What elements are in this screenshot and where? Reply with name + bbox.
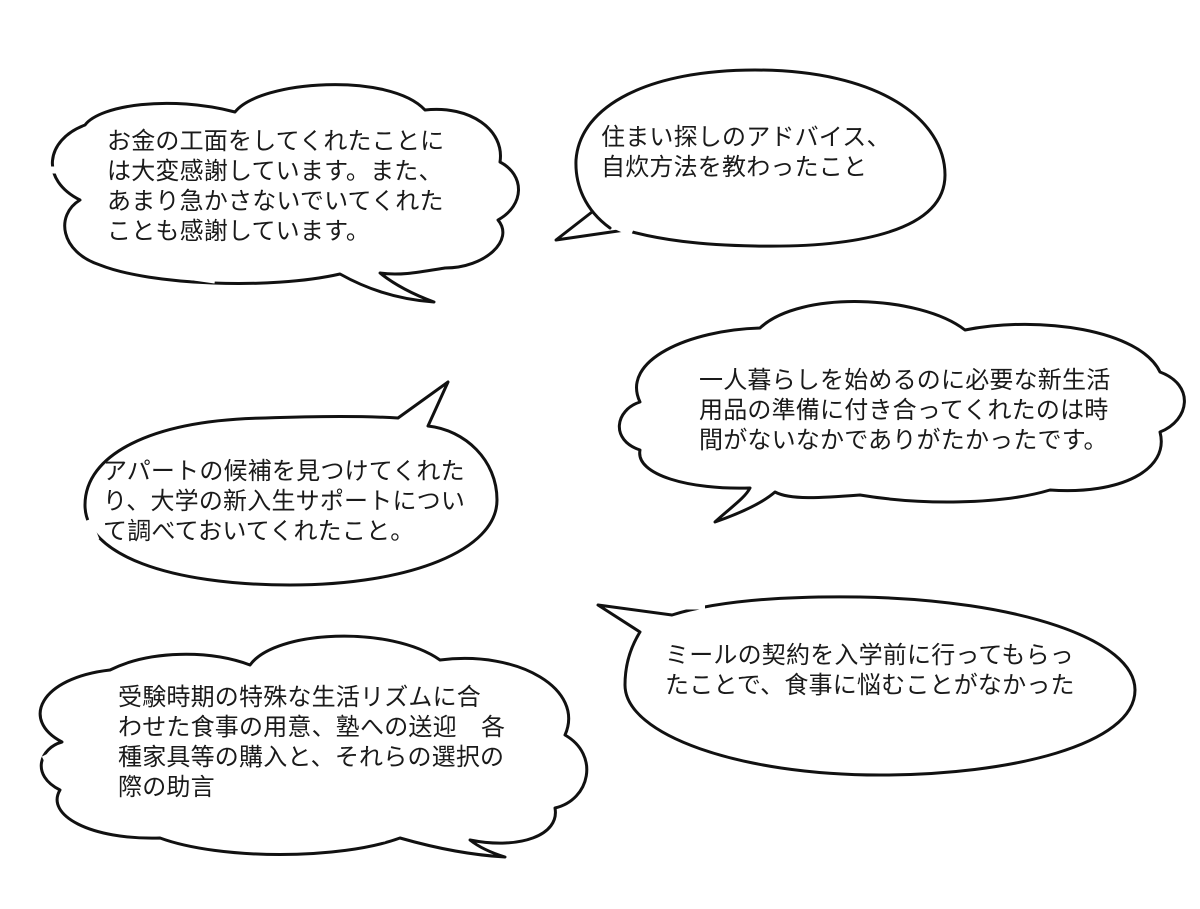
bubble-supplies-text: 一人暮らしを始めるのに必要な新生活 用品の準備に付き合ってくれたのは時 間がない…	[699, 365, 1110, 455]
bubble-money-line-1: お金の工面をしてくれたことに	[107, 127, 445, 155]
bubble-meal-line-2: たことで、食事に悩むことがなかった	[665, 671, 1075, 699]
bubble-exam-text: 受験時期の特殊な生活リズムに合 わせた食事の用意、塾への送迎 各 種家具等の購入…	[118, 682, 505, 802]
bubble-housing-text: 住まい探しのアドバイス、 自炊方法を教わったこと	[601, 122, 891, 182]
bubble-housing	[554, 68, 947, 248]
bubble-meal	[596, 595, 1137, 777]
bubble-exam-line-2: わせた食事の用意、塾への送迎 各	[118, 713, 506, 741]
bubble-meal-text: ミールの契約を入学前に行ってもらっ たことで、食事に悩むことがなかった	[665, 640, 1075, 700]
bubble-money-text: お金の工面をしてくれたことに は大変感謝しています。また、 あまり急かさないでい…	[107, 126, 444, 246]
bubble-housing-line-2: 自炊方法を教わったこと	[601, 153, 868, 181]
bubble-money-line-3: あまり急かさないでいてくれた	[107, 187, 444, 215]
bubble-supplies-line-1: 一人暮らしを始めるのに必要な新生活	[699, 366, 1111, 394]
bubble-apartment-line-2: り、大学の新入生サポートについ	[103, 487, 466, 515]
bubble-exam-line-3: 種家具等の購入と、それらの選択の	[118, 743, 505, 771]
bubble-money-line-2: は大変感謝しています。また、	[107, 157, 443, 185]
bubble-exam-line-1: 受験時期の特殊な生活リズムに合	[118, 683, 481, 711]
bubble-supplies-line-3: 間がないなかでありがたかったです。	[699, 426, 1108, 454]
bubble-meal-line-1: ミールの契約を入学前に行ってもらっ	[665, 641, 1074, 669]
bubble-apartment-line-1: アパートの候補を見つけてくれた	[103, 457, 465, 485]
bubble-apartment-text: アパートの候補を見つけてくれた り、大学の新入生サポートについ て調べておいてく…	[103, 456, 465, 546]
bubble-exam-line-4: 際の助言	[118, 773, 215, 801]
bubble-supplies	[617, 300, 1186, 524]
bubble-supplies-line-2: 用品の準備に付き合ってくれたのは時	[699, 396, 1109, 424]
bubble-money	[44, 83, 520, 304]
bubble-housing-line-1: 住まい探しのアドバイス、	[601, 123, 891, 151]
bubble-exam	[38, 634, 589, 859]
bubble-apartment	[83, 380, 499, 587]
bubble-money-line-4: ことも感謝しています。	[107, 217, 371, 245]
bubble-apartment-line-3: て調べておいてくれたこと。	[103, 517, 415, 545]
